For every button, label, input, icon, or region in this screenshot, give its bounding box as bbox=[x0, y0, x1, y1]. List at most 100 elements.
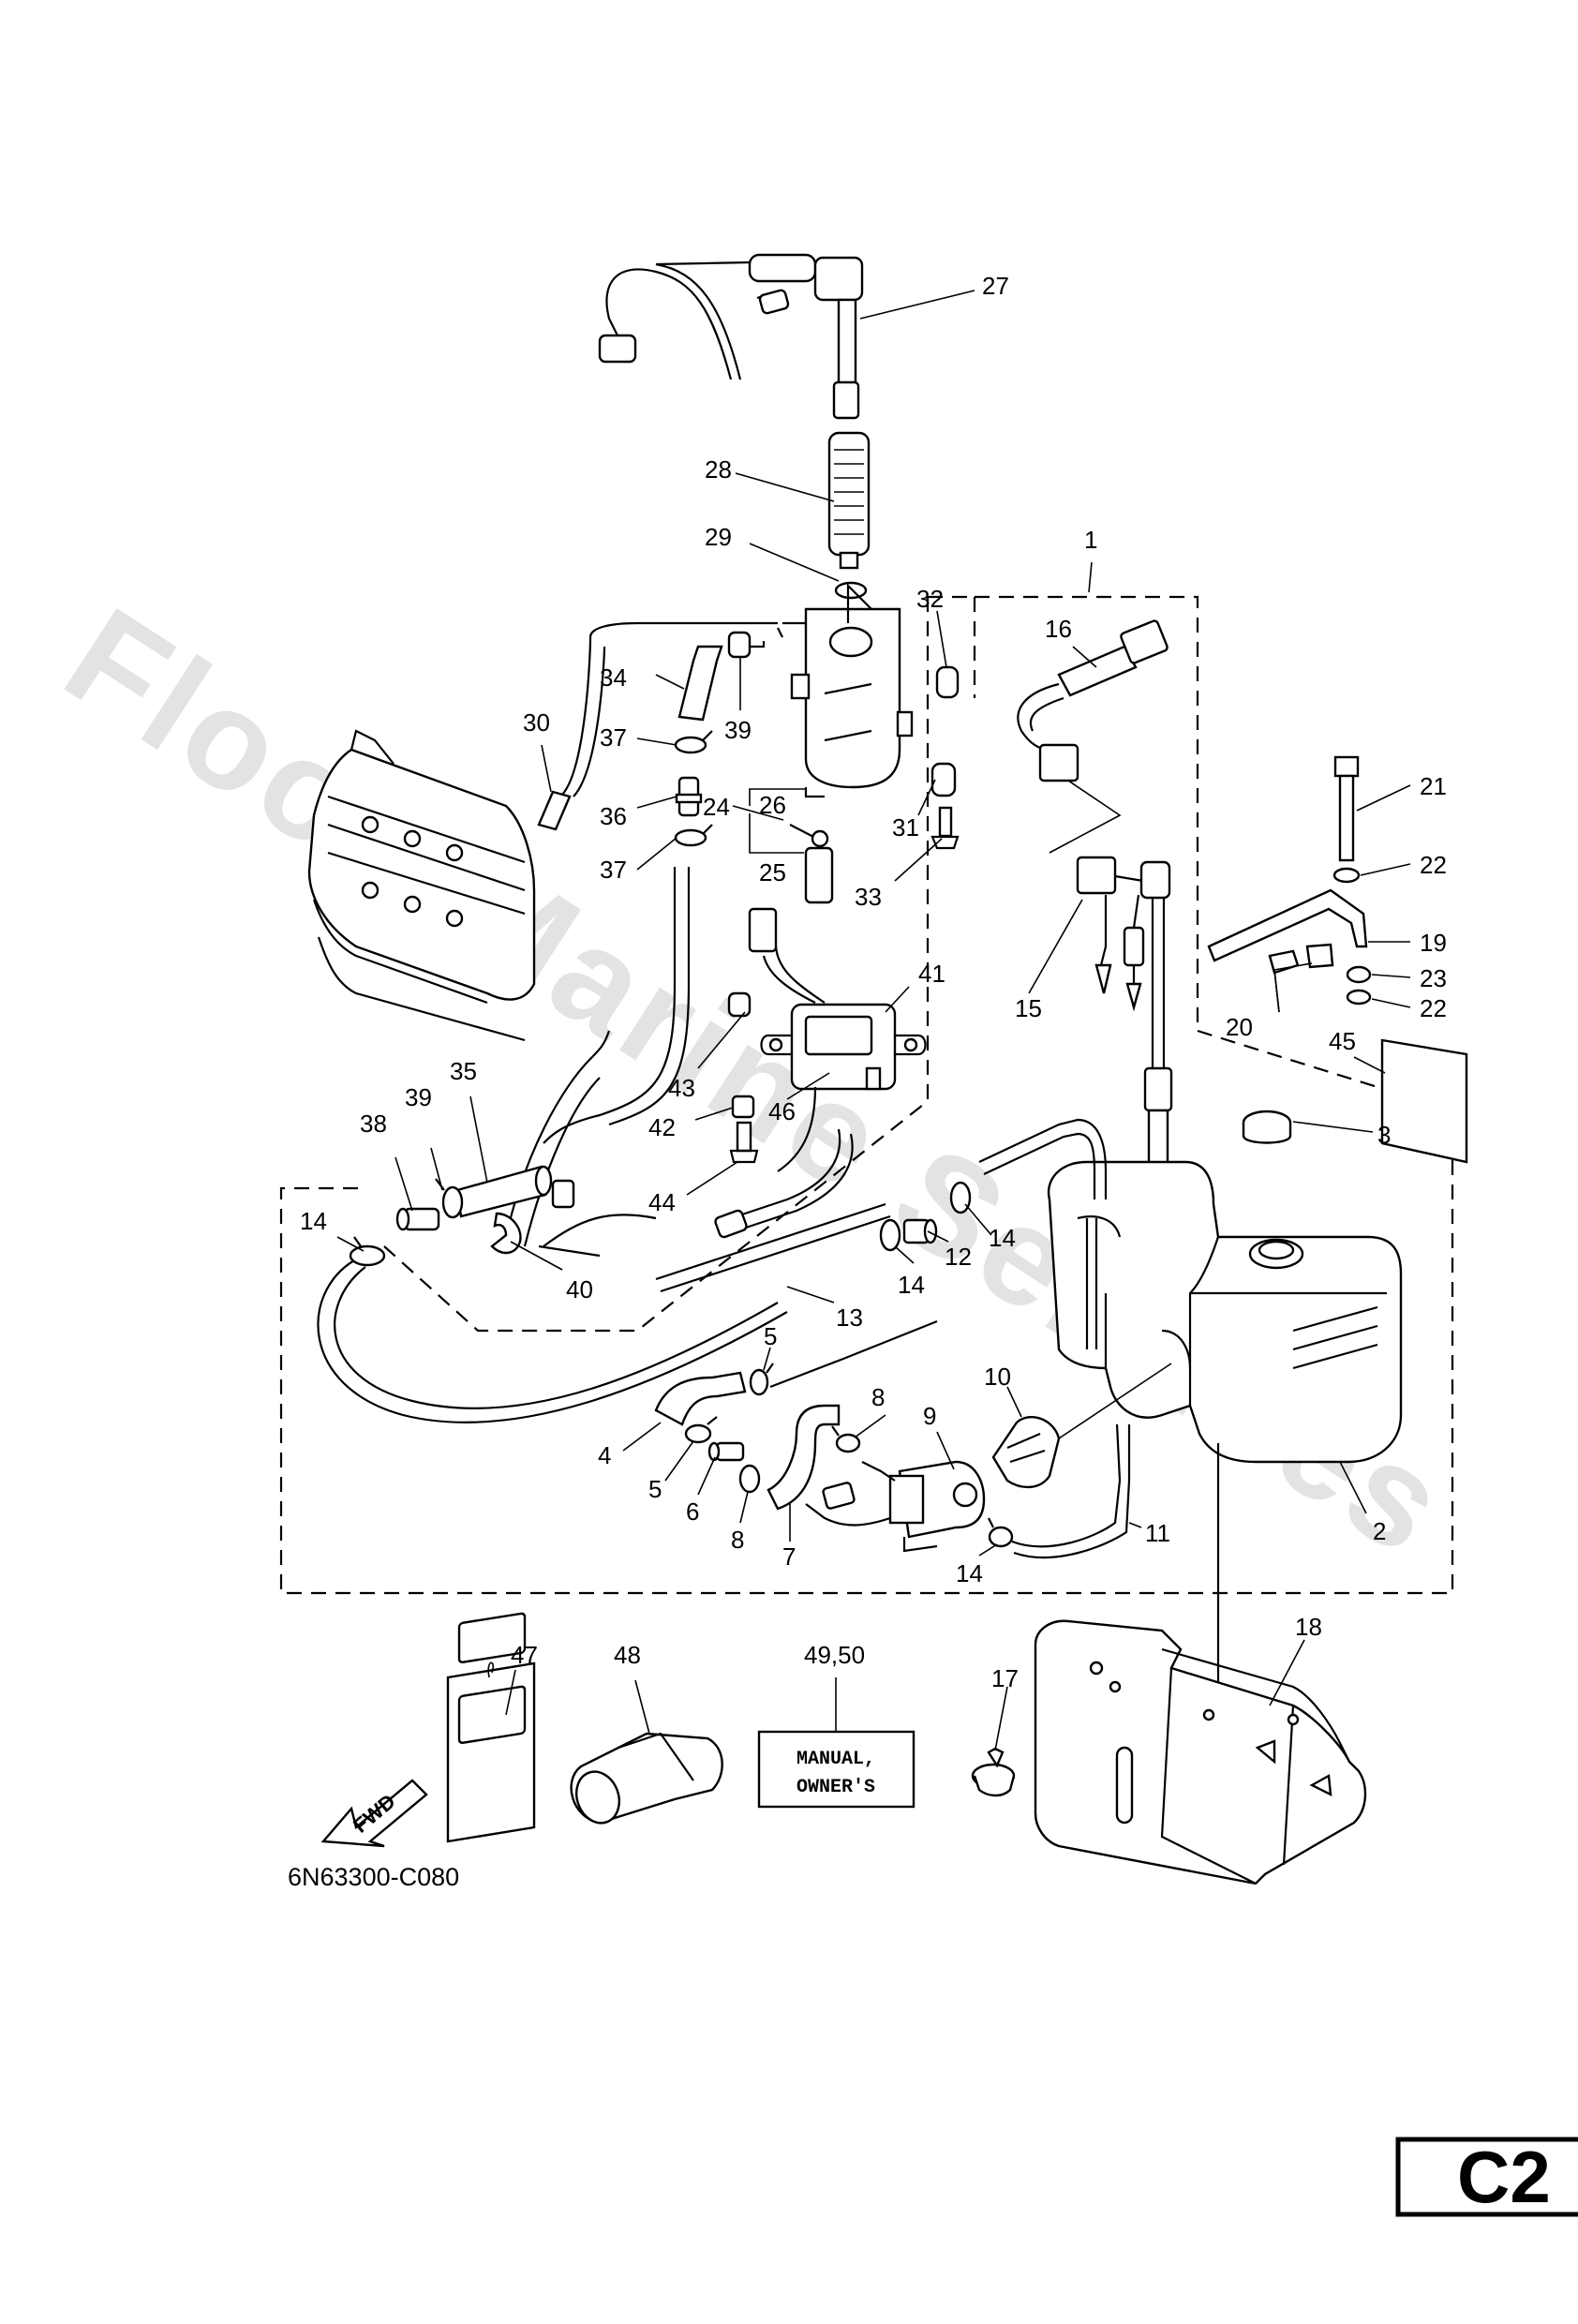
callout-1: 1 bbox=[1084, 526, 1097, 554]
callout-14-left: 14 bbox=[300, 1207, 327, 1235]
part-8-clip-lower bbox=[738, 1464, 761, 1494]
callout-20: 20 bbox=[1226, 1013, 1253, 1041]
part-17-clip bbox=[971, 1747, 1016, 1797]
part-45-label bbox=[1380, 1038, 1468, 1164]
callout-49-50: 49,50 bbox=[804, 1641, 865, 1669]
callout-42: 42 bbox=[648, 1113, 676, 1141]
engine-cowl bbox=[307, 729, 536, 1042]
part-42-collar bbox=[731, 1095, 755, 1119]
part-15-sensor bbox=[1076, 856, 1173, 1190]
part-14-clip-center bbox=[879, 1218, 901, 1252]
callout-5-upper: 5 bbox=[764, 1322, 777, 1350]
callout-41: 41 bbox=[918, 960, 945, 988]
callout-3: 3 bbox=[1377, 1121, 1391, 1149]
page-badge: C2 bbox=[1395, 2136, 1578, 2218]
part-26-bolt bbox=[789, 824, 829, 848]
callout-30: 30 bbox=[523, 708, 550, 737]
part-5-clip-lower bbox=[684, 1416, 718, 1444]
callout-2: 2 bbox=[1373, 1517, 1386, 1545]
callout-36: 36 bbox=[600, 802, 627, 830]
callout-29: 29 bbox=[705, 523, 732, 551]
part-6-joint bbox=[707, 1441, 745, 1462]
callout-44: 44 bbox=[648, 1188, 676, 1216]
callout-43: 43 bbox=[668, 1074, 695, 1102]
part-9-fuel-pump bbox=[805, 1460, 986, 1553]
callout-7: 7 bbox=[782, 1542, 796, 1571]
callout-22-upper: 22 bbox=[1420, 851, 1447, 879]
callout-48: 48 bbox=[614, 1641, 641, 1669]
callout-9: 9 bbox=[923, 1402, 936, 1430]
callout-12: 12 bbox=[945, 1243, 972, 1271]
callout-39-lower: 39 bbox=[405, 1083, 432, 1111]
part-32-grommet bbox=[935, 665, 960, 699]
part-43-grommet bbox=[727, 991, 752, 1018]
part-28-filter bbox=[827, 431, 871, 570]
part-41-solenoid bbox=[748, 907, 927, 1172]
callout-6: 6 bbox=[686, 1497, 699, 1526]
callout-33: 33 bbox=[855, 883, 882, 911]
part-37-clip-upper bbox=[674, 730, 713, 754]
callout-8-lower: 8 bbox=[731, 1526, 744, 1554]
part-3-filler-cap bbox=[1242, 1110, 1292, 1144]
part-23-nut bbox=[1346, 965, 1372, 984]
part-13-hose bbox=[655, 1118, 1108, 1293]
part-38-joint bbox=[395, 1207, 440, 1231]
part-16-connector bbox=[1017, 619, 1169, 854]
part-4-hose bbox=[654, 1371, 747, 1426]
part-46-hose bbox=[714, 1128, 854, 1239]
manual-label-line2: OWNER'S bbox=[796, 1777, 875, 1798]
part-5-clip-upper bbox=[749, 1363, 774, 1396]
part-29-o-ring bbox=[834, 581, 868, 600]
part-30-pipe bbox=[537, 621, 778, 831]
callout-15: 15 bbox=[1015, 994, 1042, 1022]
part-48-sleeve bbox=[570, 1732, 723, 1825]
leader-lines bbox=[336, 290, 1411, 1751]
part-49-50-manual: MANUAL, OWNER'S bbox=[757, 1730, 916, 1809]
part-31-grommet bbox=[930, 762, 957, 797]
part-25-pipe bbox=[804, 846, 834, 904]
part-33-screw bbox=[930, 806, 960, 850]
part-8-clip-upper bbox=[831, 1425, 861, 1453]
callout-40: 40 bbox=[566, 1275, 593, 1304]
callout-45: 45 bbox=[1329, 1027, 1356, 1055]
part-12-joint bbox=[902, 1218, 938, 1244]
part-22-washer-upper bbox=[1332, 867, 1361, 884]
callout-23: 23 bbox=[1420, 964, 1447, 992]
callout-38: 38 bbox=[360, 1110, 387, 1138]
part-39-clip-upper bbox=[727, 631, 766, 659]
hose-to-13 bbox=[769, 1319, 938, 1389]
callout-39-upper: 39 bbox=[724, 716, 752, 744]
part-19-band bbox=[1207, 888, 1368, 962]
callout-25: 25 bbox=[759, 858, 786, 886]
callout-13: 13 bbox=[836, 1304, 863, 1332]
callout-18: 18 bbox=[1295, 1613, 1322, 1641]
callout-22-lower: 22 bbox=[1420, 994, 1447, 1022]
callout-31: 31 bbox=[892, 813, 919, 842]
part-14-clip-right bbox=[949, 1181, 972, 1214]
part-24-filter-housing bbox=[777, 583, 914, 798]
part-40-clip bbox=[490, 1212, 522, 1255]
fwd-arrow: FWD bbox=[320, 1779, 428, 1848]
callout-11: 11 bbox=[1145, 1519, 1170, 1547]
callout-16: 16 bbox=[1045, 615, 1072, 643]
callout-21: 21 bbox=[1420, 772, 1447, 800]
manual-label-line1: MANUAL, bbox=[796, 1749, 875, 1770]
part-47-tag bbox=[446, 1612, 536, 1843]
part-11-hose bbox=[1011, 1423, 1131, 1559]
callout-17: 17 bbox=[991, 1664, 1019, 1692]
callout-26: 26 bbox=[759, 791, 786, 819]
callout-numbers: 27 28 29 1 32 16 34 30 39 37 36 24 26 31… bbox=[300, 272, 1447, 1692]
part-39-clip-lower bbox=[435, 1178, 464, 1219]
fuel-hose-loop bbox=[317, 1259, 788, 1423]
part-37-clip-lower bbox=[674, 824, 713, 847]
part-14-clip-bottom bbox=[988, 1517, 1014, 1548]
callout-27: 27 bbox=[982, 272, 1009, 300]
part-21-bolt bbox=[1333, 755, 1360, 862]
part-35-pipe bbox=[455, 1165, 553, 1218]
diagram-code: 6N63300-C080 bbox=[288, 1863, 459, 1891]
callout-10: 10 bbox=[984, 1363, 1011, 1391]
callout-37-upper: 37 bbox=[600, 723, 627, 752]
callout-24: 24 bbox=[703, 793, 730, 821]
part-27-sender-cable bbox=[598, 253, 864, 420]
